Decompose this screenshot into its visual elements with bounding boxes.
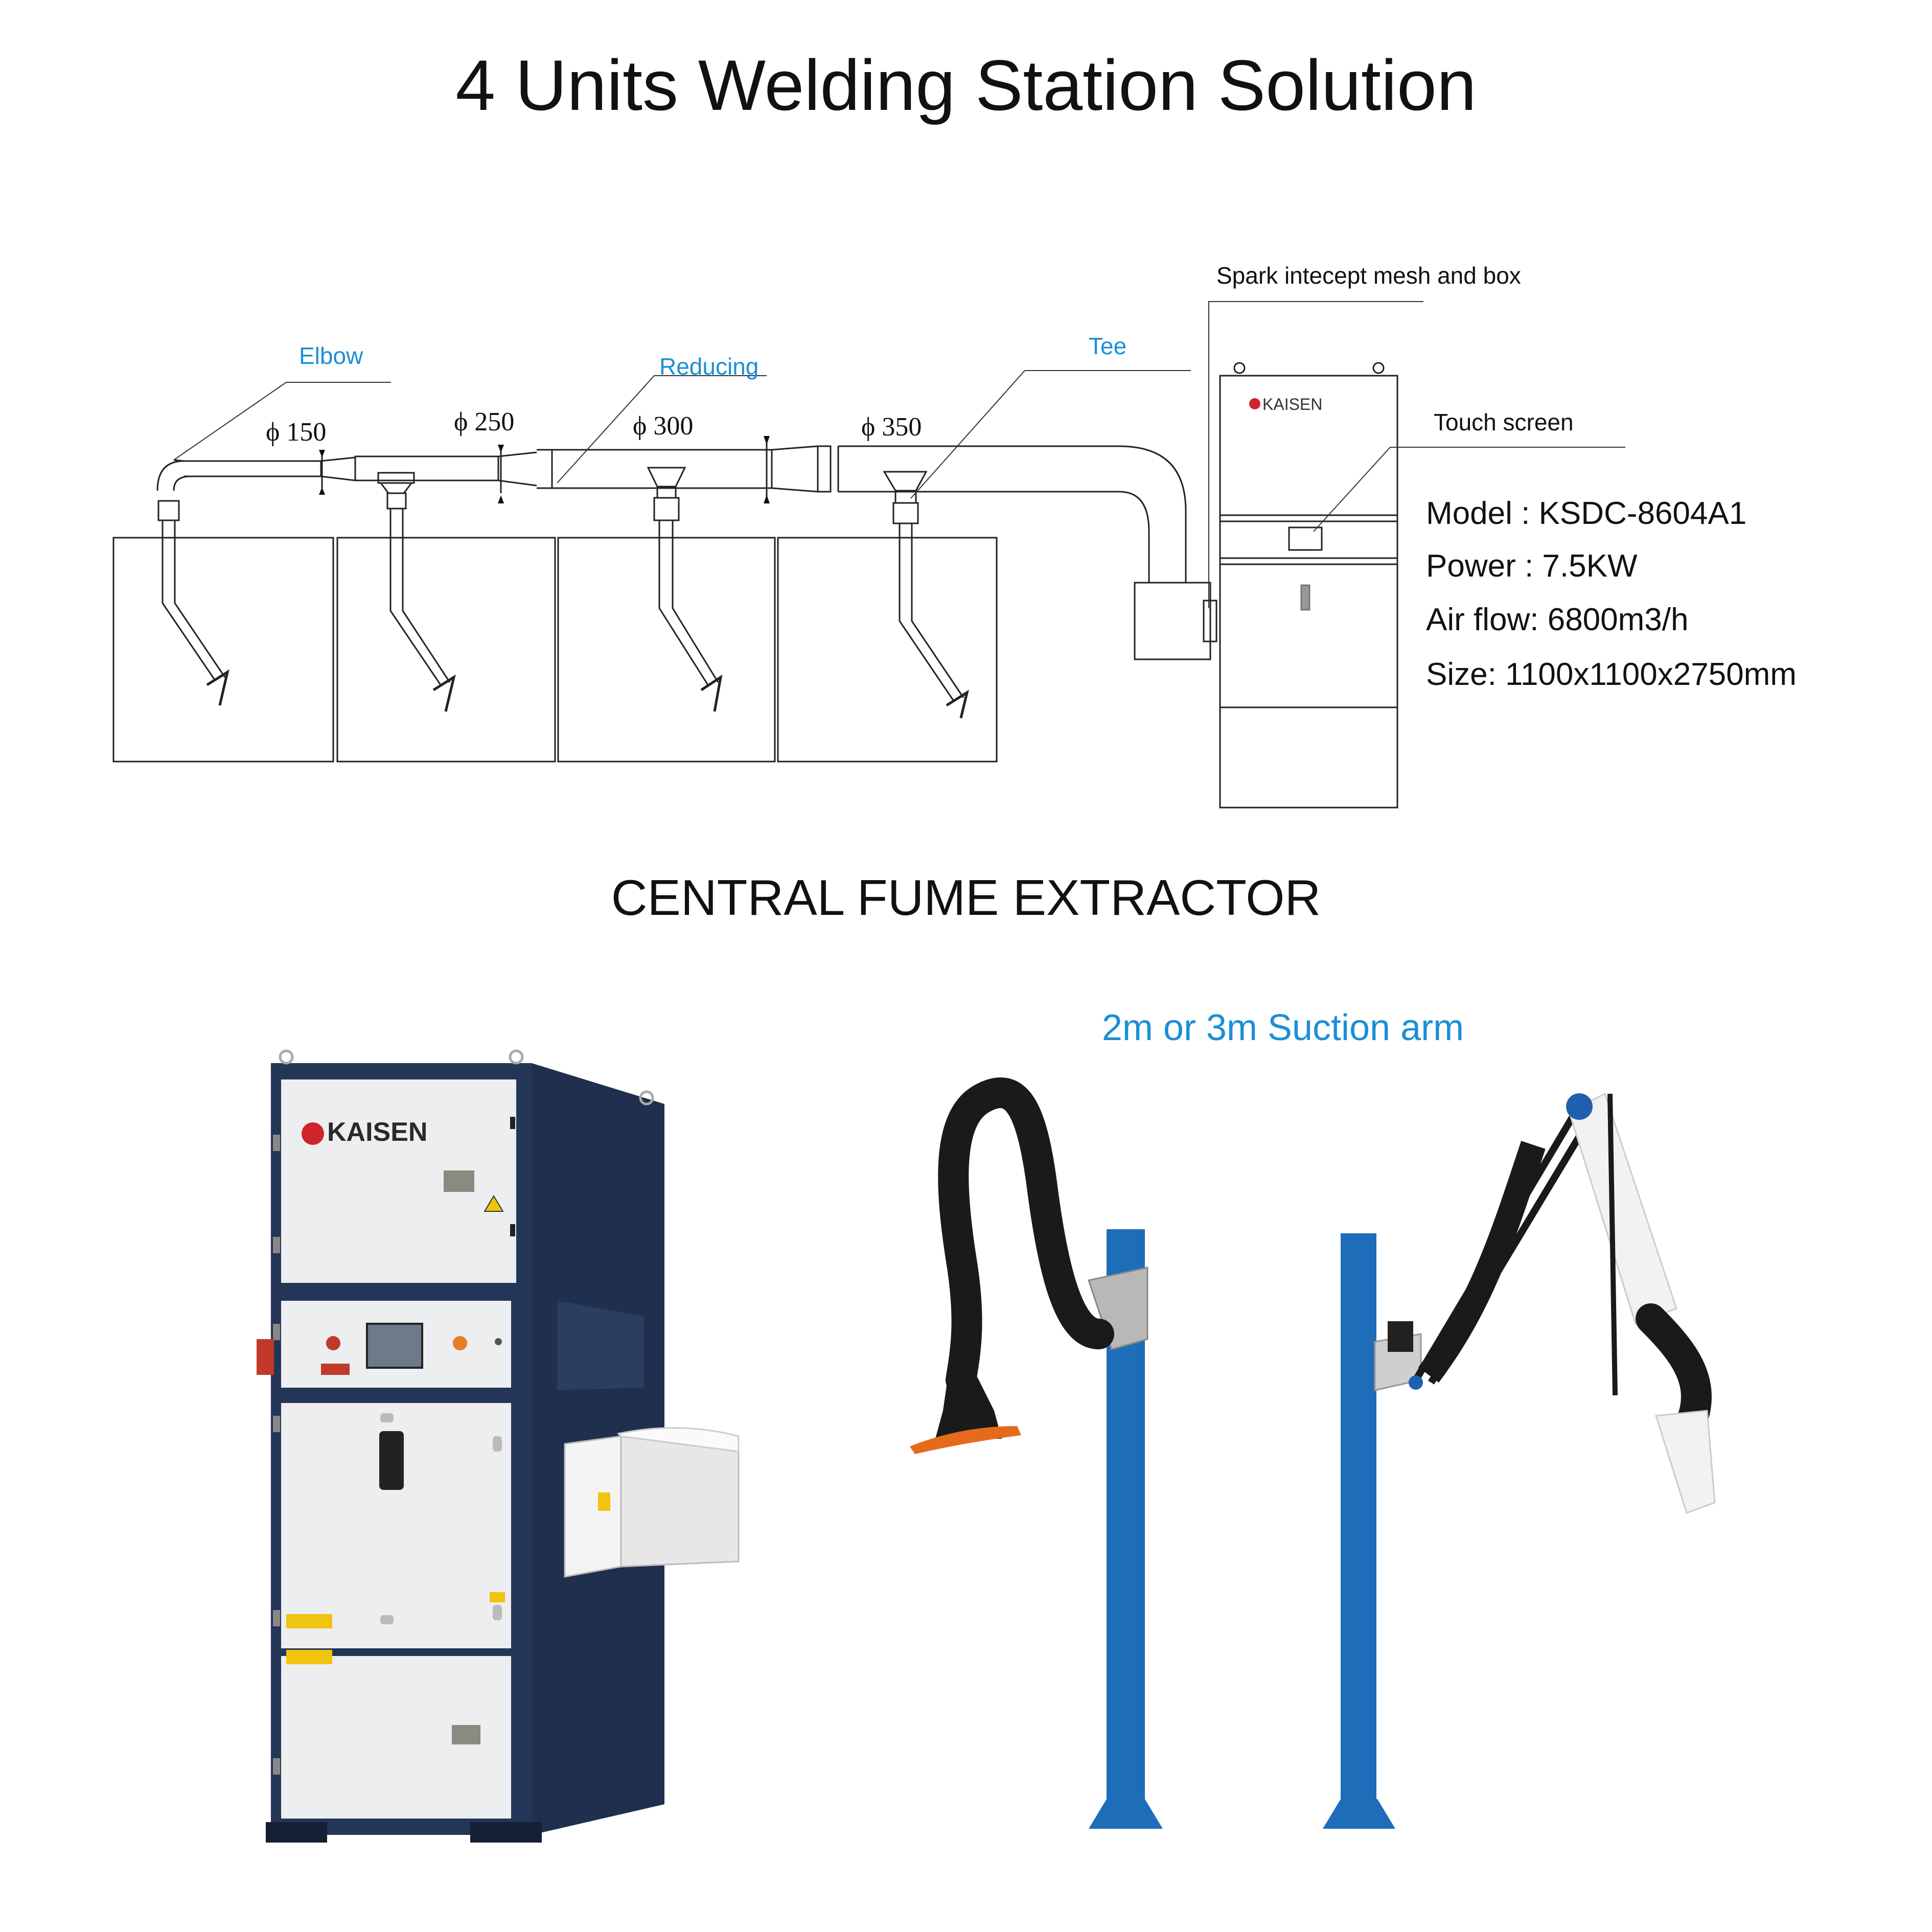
cabinet-logo-icon [302, 1122, 324, 1145]
touch-screen-schematic [1288, 526, 1323, 551]
section-title: CENTRAL FUME EXTRACTOR [611, 869, 1321, 926]
schematic [112, 301, 1625, 809]
tee-label: Tee [1089, 333, 1126, 359]
elbow-label: Elbow [299, 342, 363, 369]
spec-size: Size: 1100x1100x2750mm [1426, 657, 1797, 692]
drop-pipe-4 [883, 471, 969, 719]
welding-booth-1 [112, 537, 334, 763]
leader-lines [173, 301, 1625, 608]
welding-booth-2 [336, 537, 556, 763]
reducing-label: Reducing [659, 353, 758, 380]
drop-pipe-1 [157, 500, 229, 706]
spark-box-photo [564, 1435, 622, 1578]
welding-booth-3 [557, 537, 776, 763]
suction-arm-hose [910, 1077, 1163, 1829]
spec-model: Model : KSDC-8604A1 [1426, 496, 1746, 531]
schematic-logo: KAISEN [1249, 395, 1322, 413]
diameter-350-label: ϕ 350 [861, 412, 922, 442]
spark-box-flange [1203, 600, 1217, 642]
extractor-outline [1219, 362, 1398, 809]
welding-booth-4 [777, 537, 998, 763]
pillar-right [1341, 1233, 1376, 1822]
fume-extractor-cabinet: KAISEN [257, 1049, 740, 1843]
drop-pipe-2 [377, 472, 456, 712]
spec-airflow: Air flow: 6800m3/h [1426, 602, 1688, 637]
spark-intercept-box [1134, 582, 1211, 660]
diameter-300-label: ϕ 300 [633, 411, 693, 441]
suction-arm-label: 2m or 3m Suction arm [1102, 1007, 1464, 1048]
touch-screen-panel [366, 1323, 423, 1369]
suction-arm-tube [1323, 1092, 1716, 1829]
drop-pipe-3 [647, 467, 723, 712]
touch-screen-label: Touch screen [1434, 409, 1574, 435]
page-title: 4 Units Welding Station Solution [455, 45, 1476, 125]
spark-intercept-label: Spark intecept mesh and box [1216, 262, 1521, 289]
dimension-markers [321, 437, 768, 501]
diameter-250-label: ϕ 250 [454, 407, 514, 436]
inspection-window [379, 1431, 404, 1490]
schematic-brand: KAISEN [1262, 395, 1322, 413]
spec-power: Power : 7.5KW [1426, 548, 1638, 584]
top-panel [281, 1079, 516, 1283]
cabinet-brand: KAISEN [327, 1117, 427, 1147]
diameter-150-label: ϕ 150 [266, 418, 326, 447]
spec-list: Model : KSDC-8604A1 Power : 7.5KW Air fl… [1426, 496, 1797, 692]
kaisen-logo-icon [1249, 398, 1260, 409]
main-duct [156, 445, 1187, 583]
dimension-arrows [319, 436, 770, 503]
